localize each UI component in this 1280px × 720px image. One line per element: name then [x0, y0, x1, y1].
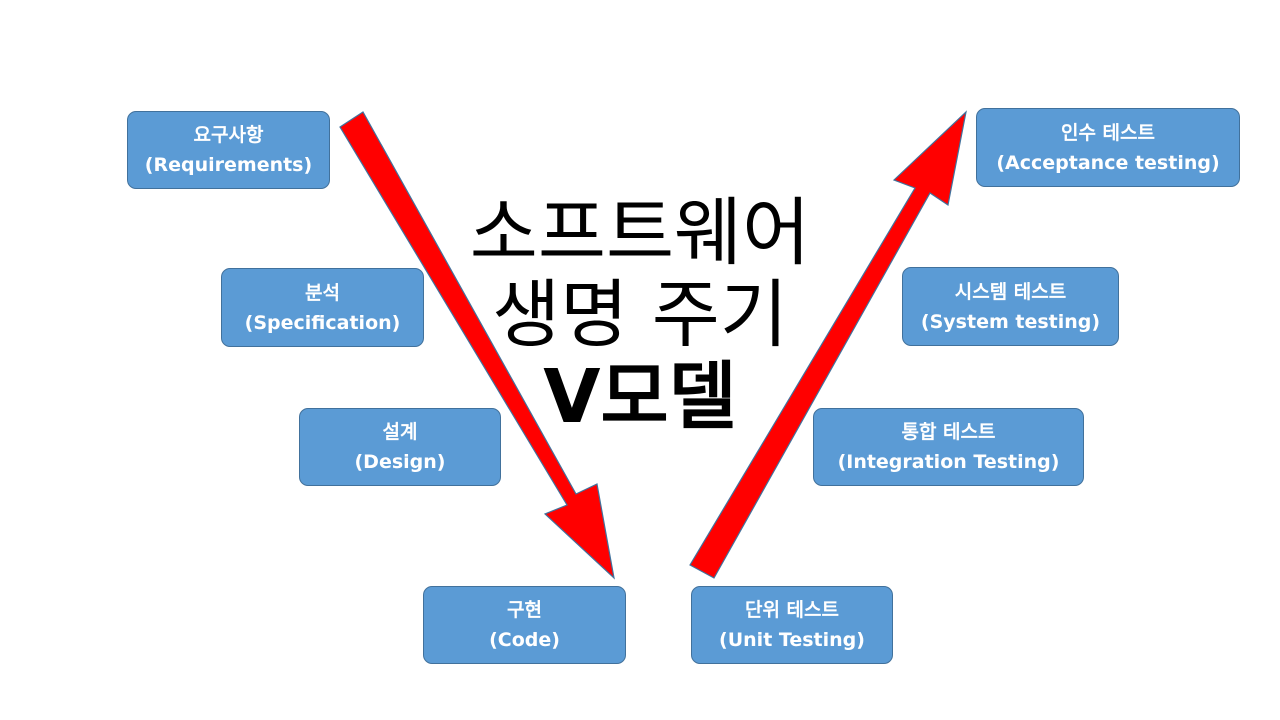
stage-requirements: 요구사항 (Requirements)	[127, 111, 330, 189]
stage-design-en: (Design)	[354, 451, 446, 473]
stage-design: 설계 (Design)	[299, 408, 501, 486]
stage-code: 구현 (Code)	[423, 586, 626, 664]
stage-unit-testing: 단위 테스트 (Unit Testing)	[691, 586, 893, 664]
stage-requirements-ko: 요구사항	[193, 124, 264, 146]
title-line-2: 생명 주기	[492, 272, 788, 358]
stage-unit-testing-en: (Unit Testing)	[719, 629, 865, 651]
stage-integration-testing-en: (Integration Testing)	[837, 451, 1060, 473]
up-arrow	[689, 110, 967, 579]
stage-integration-testing: 통합 테스트 (Integration Testing)	[813, 408, 1084, 486]
stage-acceptance-testing-en: (Acceptance testing)	[996, 151, 1220, 174]
title-line-1: 소프트웨어	[469, 190, 811, 276]
stage-specification-ko: 분석	[305, 281, 340, 304]
stage-specification: 분석 (Specification)	[221, 268, 424, 347]
stage-acceptance-testing-ko: 인수 테스트	[1060, 121, 1155, 144]
stage-system-testing-ko: 시스템 테스트	[954, 280, 1067, 303]
stage-integration-testing-ko: 통합 테스트	[901, 421, 996, 443]
stage-acceptance-testing: 인수 테스트 (Acceptance testing)	[976, 108, 1240, 187]
stage-specification-en: (Specification)	[244, 311, 401, 334]
diagram-title: 소프트웨어 생명 주기 V모델	[440, 192, 840, 438]
stage-code-en: (Code)	[489, 629, 560, 651]
stage-system-testing-en: (System testing)	[920, 310, 1101, 333]
down-arrow	[339, 111, 615, 580]
stage-unit-testing-ko: 단위 테스트	[744, 599, 839, 621]
title-line-3: V모델	[543, 354, 737, 440]
stage-requirements-en: (Requirements)	[144, 154, 313, 176]
stage-code-ko: 구현	[507, 599, 542, 621]
stage-system-testing: 시스템 테스트 (System testing)	[902, 267, 1119, 346]
stage-design-ko: 설계	[382, 421, 418, 443]
